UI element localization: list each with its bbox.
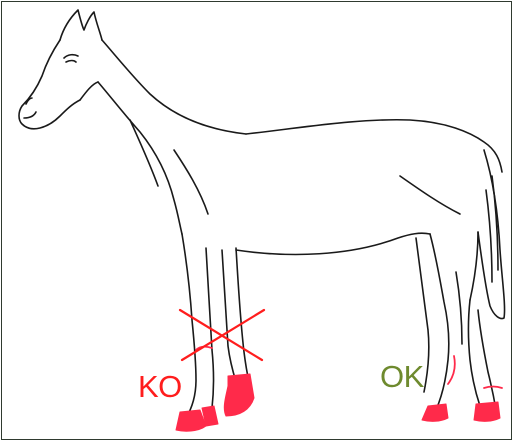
hoof-highlights xyxy=(175,373,501,432)
horse-throat xyxy=(97,81,183,235)
front-leg-left xyxy=(181,233,197,419)
horse-face xyxy=(18,39,81,130)
back-leg-right xyxy=(467,299,481,407)
front-leg-right xyxy=(221,249,239,389)
hoof-front-mid xyxy=(201,405,219,427)
horse-tail xyxy=(477,149,506,320)
ko-label: KO xyxy=(138,369,182,404)
hoof-front-left xyxy=(175,409,207,432)
hoof-back-left xyxy=(421,403,449,422)
hoof-front-right xyxy=(223,373,255,417)
horse-back xyxy=(245,118,503,173)
hoof-back-right xyxy=(473,401,501,422)
cross-icon xyxy=(178,308,266,362)
horse-eye xyxy=(63,53,79,59)
horse-neck-top xyxy=(101,39,247,135)
ok-label: OK xyxy=(380,359,424,394)
back-leg-left xyxy=(429,233,450,411)
horse-belly xyxy=(235,232,431,256)
horse-haunch xyxy=(469,231,479,301)
horse-ears xyxy=(59,9,103,41)
